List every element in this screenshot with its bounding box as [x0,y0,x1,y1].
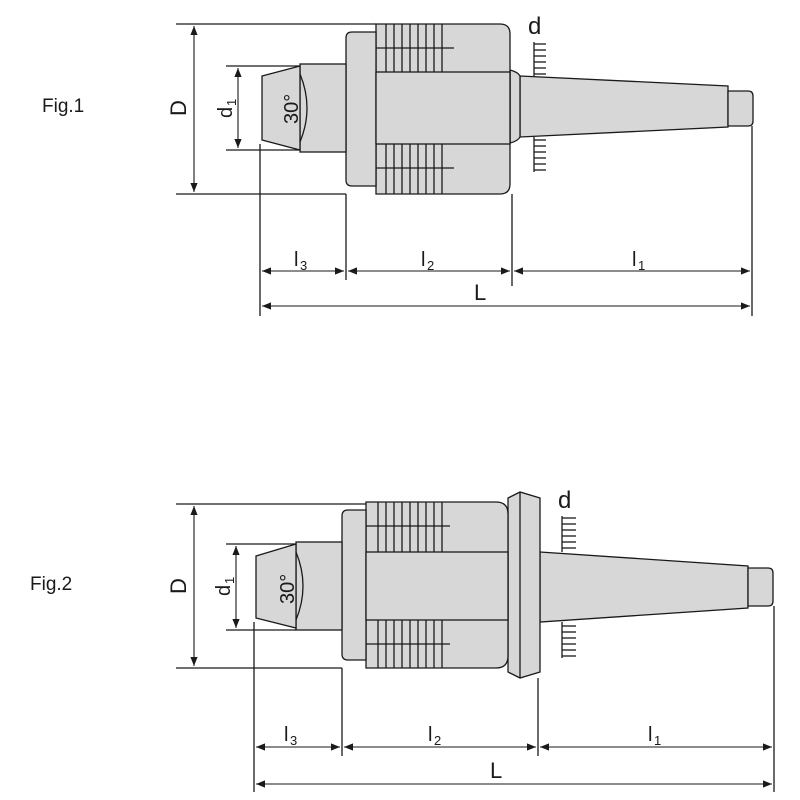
fig1-label-d1: d 1 [215,99,239,118]
fig2-flange [507,491,541,679]
fig2-knurl-top [561,516,576,552]
fig2-grooves-bottom [366,620,450,668]
fig1-grooves-bottom [376,144,454,194]
fig2-label-l1-sub: 1 [654,733,661,748]
fig2-nose [295,541,343,631]
fig1-label-l1-sub: 1 [638,258,645,273]
fig1-label-L: L [474,280,486,305]
fig2-label-l1-main: l [648,724,652,746]
fig1-neck [509,69,521,144]
fig2-label-D: D [166,578,191,594]
fig2-label-l1: l 1 [648,724,661,748]
fig1-label-d1-sub: 1 [224,99,239,106]
fig1-grooves-top [376,24,454,72]
fig2-taper-shank [539,551,749,623]
figure-2: Fig.2 d [30,487,775,792]
fig2-label-d1-sub: 1 [222,577,237,584]
fig2-grooves-top [366,502,450,552]
fig1-angle-arc [299,73,308,143]
fig1-knurl-bottom [533,137,546,172]
fig1-label-d: d [528,13,541,40]
fig2-label-d: d [558,487,571,514]
fig1-caption: Fig.1 [42,96,84,117]
fig2-knurl-bottom [561,622,576,658]
fig2-caption: Fig.2 [30,574,72,595]
fig2-label-angle: 30° [277,574,299,604]
fig1-label-l2-sub: 2 [427,258,434,273]
fig1-label-l3-sub: 3 [300,258,307,273]
fig1-label-l2-main: l [421,249,425,271]
fig1-label-l1: l 1 [632,249,645,273]
fig1-label-l2: l 2 [421,249,434,273]
fig1-label-l1-main: l [632,249,636,271]
fig1-shank-end [727,90,754,127]
fig2-front-collar [341,509,367,661]
fig2-label-l2: l 2 [428,724,441,748]
fig2-label-d1-main: d [213,585,235,596]
figure-1: Fig.1 d [42,13,754,316]
fig2-label-l2-sub: 2 [434,733,441,748]
fig1-label-angle: 30° [281,94,303,124]
fig2-label-l3: l 3 [284,724,297,748]
fig1-cone-tip [261,65,301,151]
fig1-label-d1-main: d [215,107,237,118]
fig2-label-d1: d 1 [213,577,237,596]
fig2-label-l3-sub: 3 [290,733,297,748]
fig1-knurl-top [533,42,546,76]
fig1-label-l3: l 3 [294,249,307,273]
fig1-spindle-band [375,71,511,145]
fig2-label-L: L [490,758,502,783]
fig2-angle-arc [295,551,304,621]
fig1-label-l3-main: l [294,249,298,271]
fig1-nose [299,63,347,153]
fig2-shank-end [747,567,774,607]
fig2-label-l2-main: l [428,724,432,746]
fig2-spindle-band [365,551,509,621]
fig2-label-l3-main: l [284,724,288,746]
fig1-taper-shank [519,75,729,138]
fig1-label-D: D [166,100,191,116]
fig1-front-collar [345,31,377,187]
fig2-cone-tip [255,543,297,629]
